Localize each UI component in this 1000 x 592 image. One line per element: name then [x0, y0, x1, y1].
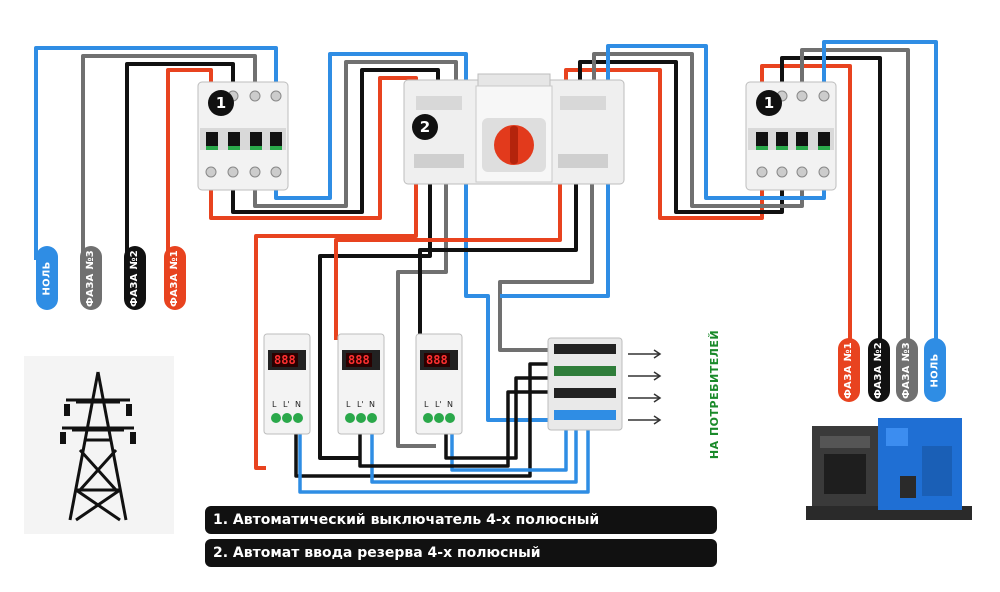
- diesel-generator-icon: [806, 418, 972, 520]
- right-breaker-badge: 1: [756, 90, 782, 116]
- legend-item-breaker: 1. Автоматический выключатель 4-х полюсн…: [205, 506, 717, 534]
- voltage-relay-2: [337, 333, 385, 435]
- relay-to-busbar-wires: [294, 362, 590, 494]
- arrow-right-icon: [628, 371, 662, 381]
- consumer-arrows: [628, 349, 662, 425]
- left-phase1-wire: [166, 68, 213, 260]
- relay-2-terminal-l: L: [346, 400, 351, 409]
- relay-3-terminal-l2: L': [435, 400, 442, 409]
- relay-1-terminal-l2: L': [283, 400, 290, 409]
- arrow-right-icon: [628, 415, 662, 425]
- legend-item-ats: 2. Автомат ввода резерва 4-х полюсный: [205, 539, 717, 567]
- left-phase2-wire: [125, 62, 235, 260]
- left-breaker-badge: 1: [208, 90, 234, 116]
- relay-2-display: 888: [346, 353, 372, 367]
- left-phase2-label: ФАЗА №2: [124, 246, 146, 310]
- right-phase2-wire: [780, 56, 882, 340]
- arrow-right-icon: [628, 393, 662, 403]
- right-phase1-wire: [760, 64, 852, 340]
- relay-3-terminal-l: L: [424, 400, 429, 409]
- right-phase1-label: ФАЗА №1: [838, 338, 860, 402]
- left-phase3-label: ФАЗА №3: [80, 246, 102, 310]
- busbar-terminal-block: [547, 337, 623, 431]
- relay-1-display: 888: [272, 353, 298, 367]
- ats-output-wires: [254, 182, 610, 470]
- left-neutral-wire: [34, 46, 278, 260]
- relay-2-terminal-n: N: [369, 400, 375, 409]
- arrow-right-icon: [628, 349, 662, 359]
- left-input-wires: [34, 46, 278, 260]
- ats-switch: [403, 73, 625, 185]
- left-phase3-wire: [81, 54, 257, 260]
- right-neutral-label: НОЛЬ: [924, 338, 946, 402]
- voltage-relay-3: [415, 333, 463, 435]
- left-neutral-label: НОЛЬ: [36, 246, 58, 310]
- left-phase1-label: ФАЗА №1: [164, 246, 186, 310]
- power-tower-icon: [24, 356, 174, 534]
- right-breaker-to-ats: [564, 44, 826, 220]
- right-input-wires: [760, 40, 938, 340]
- relay-2-terminal-l2: L': [357, 400, 364, 409]
- ats-badge: 2: [412, 114, 438, 140]
- relay-3-display: 888: [424, 353, 450, 367]
- right-phase3-wire: [800, 48, 910, 340]
- relay-3-terminal-n: N: [447, 400, 453, 409]
- right-phase3-label: ФАЗА №3: [896, 338, 918, 402]
- relay-1-terminal-n: N: [295, 400, 301, 409]
- right-neutral-wire: [822, 40, 938, 340]
- voltage-relay-1: [263, 333, 311, 435]
- relay-1-terminal-l: L: [272, 400, 277, 409]
- right-phase2-label: ФАЗА №2: [868, 338, 890, 402]
